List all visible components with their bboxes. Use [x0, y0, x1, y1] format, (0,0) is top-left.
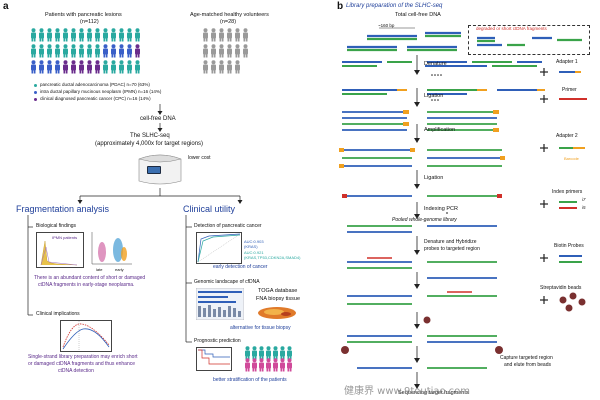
- roc-chart: [196, 232, 242, 264]
- toga-label: TOGA database: [258, 288, 298, 294]
- step-capture-line2: and elute from beads: [504, 362, 551, 368]
- patients-title: Patients with pancreatic lesions: [45, 12, 122, 18]
- clinical-title: Clinical utility: [183, 204, 236, 214]
- ipmn-histogram: [36, 232, 84, 268]
- clin-summary-line1: Single-strand library preparation may en…: [28, 354, 138, 360]
- method-title: The SLHC-seq: [130, 133, 170, 139]
- pooled-library-label: Pooled whole-genome library: [392, 217, 457, 223]
- cell-free-dna-label: cell-free DNA: [140, 116, 176, 122]
- step-ligation-1: Ligation: [424, 93, 444, 99]
- step-amplification: Amplification: [424, 127, 456, 133]
- reagent-streptavidin-beads: Streptavidin beads: [540, 285, 582, 291]
- bottom-label: Sequencing target fragments: [398, 390, 469, 396]
- healthy-n: (n=28): [220, 19, 237, 25]
- step-hybridize-line2: probes to targeted region: [424, 246, 480, 252]
- legend-dot-ipmn: [34, 91, 37, 94]
- lower-cost-label: lower cost: [188, 155, 211, 161]
- auc1-gene: (KRAS): [244, 244, 258, 249]
- bio-summary-line2: ctDNA fragments in early-stage neoplasma…: [38, 282, 135, 288]
- barcode-label: Barcode: [564, 156, 579, 161]
- auc2-gene: (KRAS,TP53,CDKN2A,SMAD4): [244, 255, 301, 260]
- legend-cpc: clinical diagnosed pancreatic cancer (CP…: [40, 96, 151, 101]
- reagent-index-primers: Index primers: [552, 189, 583, 195]
- step-hybridize-line1: Denature and Hybridize: [424, 239, 477, 245]
- reagent-adapter-2: Adapter 2: [556, 133, 578, 139]
- reagent-adapter-1: Adapter 1: [556, 59, 578, 65]
- fragmentation-title: Fragmentation analysis: [16, 204, 110, 214]
- clinical-implications-title: Clinical implications: [36, 311, 80, 317]
- better-strat-label: better stratification of the patients: [213, 377, 287, 383]
- auc1: AUC:0.903: [244, 239, 264, 244]
- reagent-primer: Primer: [562, 87, 577, 93]
- step-capture-line1: Capture targeted region: [500, 355, 553, 361]
- alternative-label: alternative for tissue biopsy: [230, 325, 291, 331]
- prognostic-title: Prognostic prediction: [194, 338, 241, 344]
- auc2: AUC:0.921: [244, 250, 264, 255]
- legend-dot-cpc: [34, 98, 37, 101]
- sequencer-device-icon: [138, 154, 182, 185]
- panel-a-label: a: [3, 1, 9, 12]
- degraded-box: [468, 25, 590, 55]
- panel-a-arrows: [27, 104, 243, 343]
- watermark: 健康界 www.9toutiao.com: [344, 386, 471, 397]
- legend-ipmn: intra ductal papillary mucinous neoplasm…: [40, 89, 162, 94]
- panel-b-label: b: [337, 1, 344, 12]
- fna-label: FNA biopsy tissue: [256, 296, 301, 302]
- legend-dot-pdac: [34, 84, 37, 87]
- implications-chart: [60, 320, 112, 352]
- degraded-label: degraded or short ctDNA fragments: [476, 26, 547, 31]
- panel-b-diagram: [339, 27, 587, 389]
- early-detection-label: early detection of cancer: [213, 264, 268, 270]
- panel-b-title: Library preparation of the SLHC-seq: [346, 3, 443, 9]
- i5-label: i5: [582, 205, 586, 210]
- clin-summary-line2: or damaged ctDNA fragments and thus enha…: [28, 361, 136, 367]
- genomic-heatmap: [196, 288, 244, 320]
- violin-plot: [90, 232, 132, 266]
- i7-label: i7: [582, 197, 586, 202]
- genomic-title: Genomic landscape of cfDNA: [194, 279, 260, 285]
- stratified-people-icons: [245, 346, 292, 372]
- healthy-title: Age-matched healthy volunteers: [190, 12, 269, 18]
- step-ligation-2: Ligation: [424, 175, 444, 181]
- step-denature: Denature: [424, 61, 447, 67]
- method-sub: (approximately 4,000x for target regions…: [95, 141, 204, 147]
- patients-n: (n=112): [80, 19, 99, 25]
- ipmn-patients-label: IPMN patients: [52, 235, 78, 240]
- clin-summary-line3: ctDNA detection: [58, 368, 94, 374]
- early-label: early: [115, 267, 124, 272]
- bp-label: ~160 bp: [378, 23, 395, 28]
- total-cfdna-label: Total cell-free DNA: [395, 12, 441, 18]
- detection-title: Detection of pancreatic cancer: [194, 223, 262, 229]
- late-label: late: [96, 267, 103, 272]
- tissue-sample-icon: [258, 307, 296, 319]
- step-indexing-pcr: Indexing PCR: [424, 206, 458, 212]
- legend-pdac: pancreatic ductal adenocarcinoma (PDAC) …: [40, 82, 150, 87]
- reagent-biotin-probes: Biotin Probes: [554, 243, 584, 249]
- bio-findings-title: Biological findings: [36, 223, 77, 229]
- bio-summary-line1: There is an abundant content of short or…: [34, 275, 146, 281]
- survival-chart: [196, 347, 232, 371]
